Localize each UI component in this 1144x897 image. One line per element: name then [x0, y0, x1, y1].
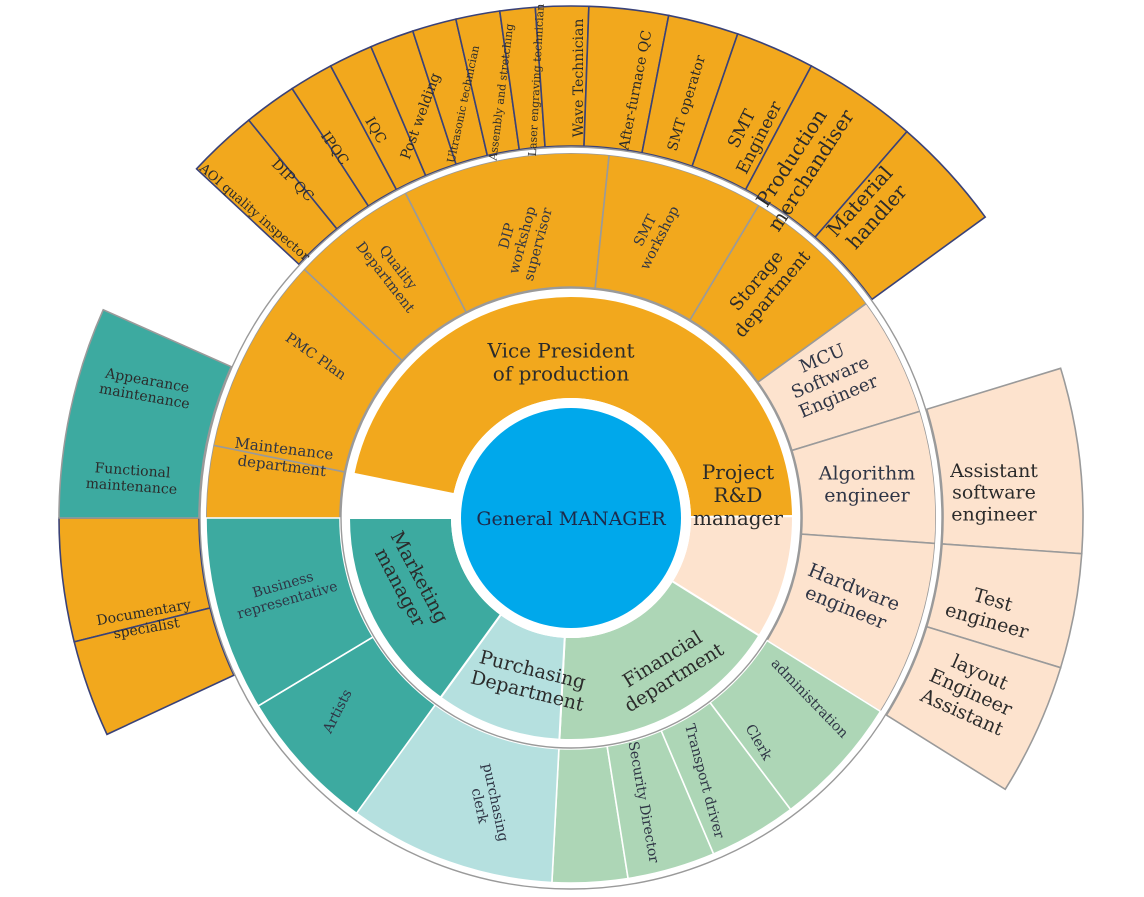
label-wave-technician: Wave Technician — [571, 19, 587, 138]
ring-departments — [347, 295, 795, 741]
segment-smt-operator — [641, 14, 739, 168]
separator-ring-3 — [451, 398, 691, 638]
segment-post-welding — [369, 30, 458, 177]
segment-appearance-maintenance — [73, 607, 235, 736]
segment-ipqc — [291, 64, 398, 208]
segment-pmc-plan — [212, 267, 404, 473]
segment-hardware-engineer — [765, 533, 936, 713]
segment-assistant-software-engineer — [925, 367, 1084, 555]
segment-assembly-and-stretching — [454, 10, 521, 157]
root-label: General MANAGER — [476, 508, 666, 530]
segment-algorithm-engineer — [790, 410, 937, 545]
segment-administration — [708, 639, 882, 811]
outline-ring-1 — [340, 287, 802, 749]
ring-sub-units — [205, 152, 937, 884]
center-root: General MANAGER — [461, 408, 681, 628]
segment-layout-engineer-assistant — [885, 625, 1062, 791]
separator-ring-2 — [200, 147, 942, 889]
segment-production-merchandiser — [744, 64, 909, 239]
segment-test-engineer — [925, 543, 1083, 669]
segment-business-representative — [205, 517, 375, 708]
segment-dip-workshop-supervisor — [404, 152, 611, 314]
label-functional-maintenance: Functionalmaintenance — [85, 460, 179, 498]
segment-mcu-software-engineer — [756, 302, 922, 452]
segment-material-handler — [813, 130, 987, 301]
segment-purchasing-clerk — [355, 703, 560, 884]
segment-laser-engraving-technician — [498, 6, 546, 151]
root-circle — [461, 408, 681, 628]
segment-aoi-quality-inspector — [195, 118, 339, 266]
segment-dip-qc — [247, 87, 370, 231]
segment-iqc — [329, 45, 427, 191]
ring-roles — [58, 5, 1084, 791]
ring-separators — [199, 146, 943, 890]
segment-smt-workshop — [594, 154, 761, 322]
segment-wave-technician — [534, 5, 590, 148]
separator-ring-1 — [341, 288, 801, 748]
segment-quality-department — [302, 191, 468, 362]
segment-ultrasonic-technician — [411, 18, 489, 166]
segment-documentary-specialist — [58, 308, 233, 519]
segment-after-furnace-qc — [583, 5, 670, 154]
segment-artists — [257, 635, 437, 815]
outline-ring-2 — [199, 146, 943, 890]
segment-storage-department — [688, 204, 868, 384]
segment-smt-engineer — [691, 32, 813, 191]
